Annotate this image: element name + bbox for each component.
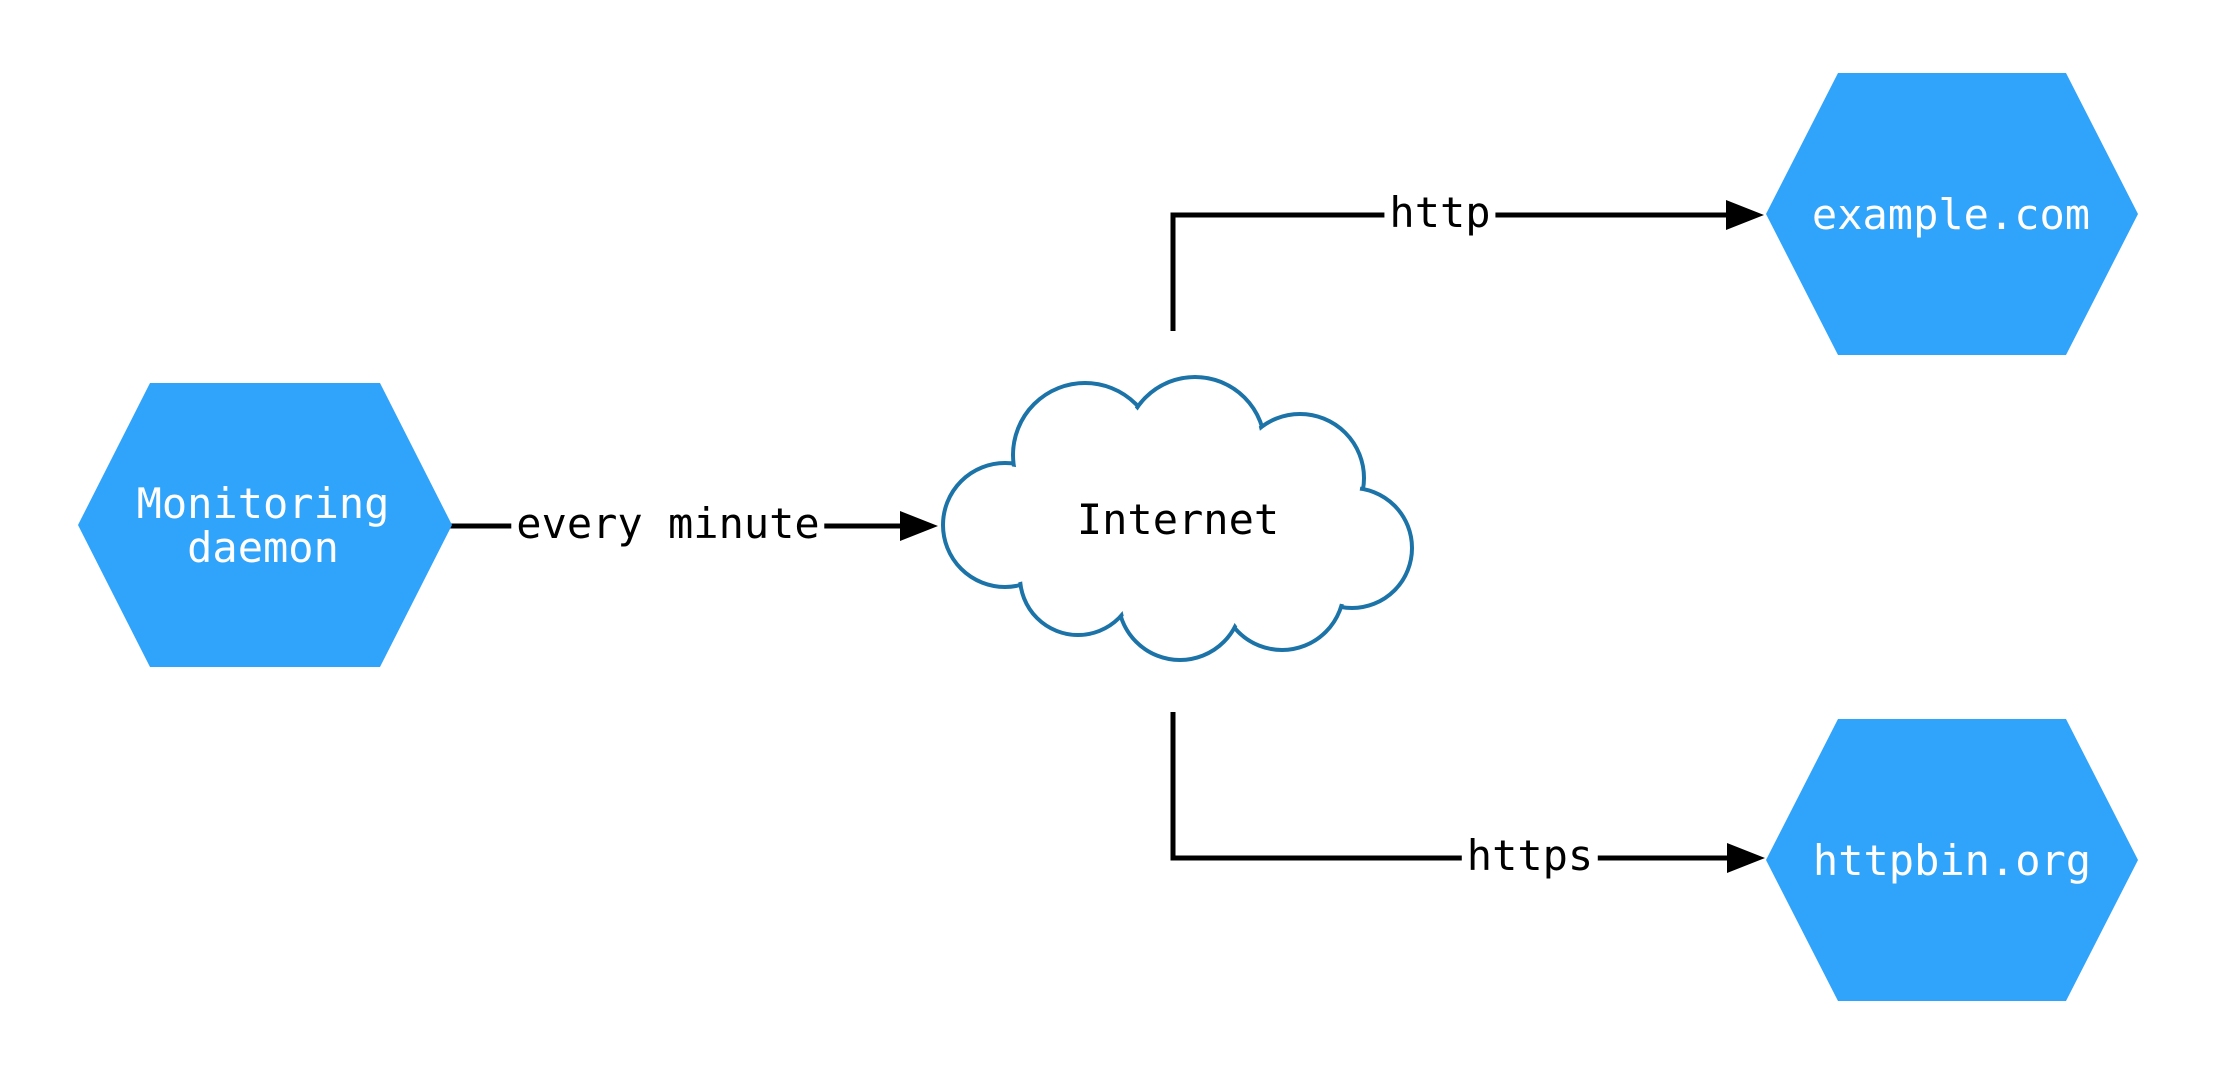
monitoring-daemon-hexagon <box>78 383 452 667</box>
edge-internet-to-example <box>1170 200 1764 331</box>
edge-label-every-minute: every minute <box>511 501 825 547</box>
arrowhead-https <box>1727 843 1765 873</box>
edge-label-https: https <box>1461 833 1599 879</box>
edge-line-https <box>1170 712 1727 861</box>
arrowhead-http <box>1726 200 1764 230</box>
httpbin-org-hexagon <box>1766 719 2138 1001</box>
internet-label: Internet <box>1076 494 1280 544</box>
httpbin-org-label: httpbin.org <box>1812 835 2092 885</box>
example-com-hexagon <box>1766 73 2138 355</box>
example-com-label: example.com <box>1811 189 2091 239</box>
cloud-center-fill <box>1020 435 1340 605</box>
arrowhead-every-minute <box>900 511 938 541</box>
internet-cloud-shape <box>941 375 1414 662</box>
monitoring-daemon-label: Monitoring daemon <box>136 478 390 572</box>
edge-label-http: http <box>1384 190 1496 236</box>
edge-line-http <box>1170 212 1726 331</box>
